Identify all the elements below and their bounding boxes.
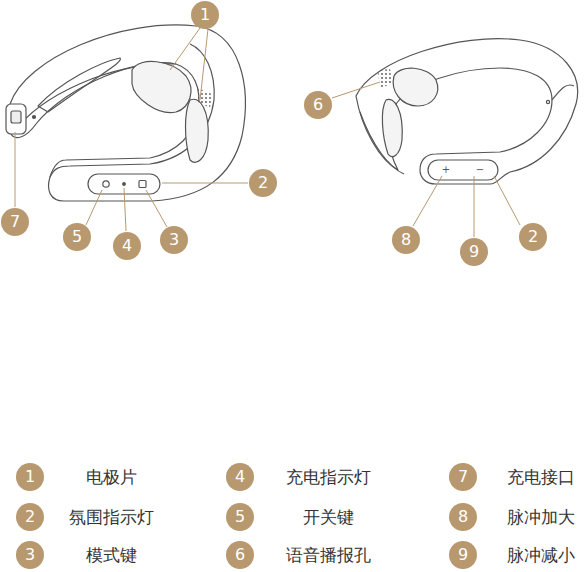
callout-disc xyxy=(160,226,188,254)
band-edge xyxy=(14,44,214,177)
callout-disc xyxy=(304,91,332,119)
callout-circle: 8 xyxy=(449,503,477,531)
indicator-dot xyxy=(33,116,36,119)
leader-lines xyxy=(15,28,520,237)
callout-number: 8 xyxy=(392,226,420,254)
leader-line xyxy=(86,190,102,225)
callout-disc xyxy=(1,208,29,236)
part-name: 充电指示灯 xyxy=(286,467,371,487)
callout-number: 6 xyxy=(226,541,254,569)
power-button-icon xyxy=(103,181,109,187)
callout-number: 7 xyxy=(1,208,29,236)
mode-button-icon xyxy=(139,181,146,188)
callout-disc xyxy=(16,503,44,531)
callout-disc xyxy=(226,463,254,491)
callout-number: 9 xyxy=(460,238,488,266)
leader-line xyxy=(332,82,380,98)
callout-disc xyxy=(449,503,477,531)
callout-number: 3 xyxy=(16,541,44,569)
callout-disc xyxy=(63,223,91,251)
callout-circle: 5 xyxy=(226,503,254,531)
callout-disc xyxy=(16,463,44,491)
callout-number: 2 xyxy=(249,169,277,197)
callout-circle: 6 xyxy=(226,541,254,569)
button-symbol: + xyxy=(442,165,450,175)
callout-disc xyxy=(449,541,477,569)
indicator-dot xyxy=(546,100,549,103)
band-left xyxy=(10,25,245,201)
callout-circle: 5 xyxy=(63,223,91,251)
leader-line xyxy=(124,188,126,231)
callout-circle: 2 xyxy=(519,223,547,251)
part-name: 氛围指示灯 xyxy=(69,507,154,527)
callout-number: 5 xyxy=(63,223,91,251)
callout-disc xyxy=(226,541,254,569)
callout-circle: 6 xyxy=(304,91,332,119)
button-panel xyxy=(428,160,498,180)
electrode-pad xyxy=(186,99,209,162)
callout-circle: 1 xyxy=(16,463,44,491)
callout-disc xyxy=(460,238,488,266)
callout-number: 5 xyxy=(226,503,254,531)
leader-line xyxy=(200,29,208,100)
callout-disc xyxy=(449,463,477,491)
electrode-pad xyxy=(393,68,438,106)
leader-line xyxy=(413,176,442,226)
speaker-grille xyxy=(378,68,392,88)
part-name: 充电接口 xyxy=(507,467,575,487)
callout-disc xyxy=(113,232,141,260)
callout-number: 4 xyxy=(226,463,254,491)
callout-circle: 1 xyxy=(191,1,219,29)
callout-number: 3 xyxy=(160,226,188,254)
callout-circle: 7 xyxy=(1,208,29,236)
callout-number: 7 xyxy=(449,463,477,491)
callout-circle: 4 xyxy=(113,232,141,260)
leader-line xyxy=(146,190,167,227)
callout-number: 9 xyxy=(449,541,477,569)
callout-circle: 3 xyxy=(160,226,188,254)
callout-circle: 8 xyxy=(392,226,420,254)
callout-circle: 4 xyxy=(226,463,254,491)
charge-port-face xyxy=(6,104,26,134)
callout-circle: 9 xyxy=(449,541,477,569)
electrode-pad xyxy=(382,99,402,156)
leader-line xyxy=(474,176,475,237)
callout-number: 2 xyxy=(519,223,547,251)
charge-led xyxy=(123,183,126,186)
leader-line xyxy=(494,176,520,225)
button-symbol: − xyxy=(476,165,484,175)
callout-number: 8 xyxy=(449,503,477,531)
part-name: 脉冲加大 xyxy=(507,507,575,527)
callout-disc xyxy=(16,541,44,569)
electrode-pad xyxy=(132,61,191,112)
callout-number: 2 xyxy=(16,503,44,531)
callout-disc xyxy=(226,503,254,531)
callout-disc xyxy=(392,226,420,254)
callout-number: 6 xyxy=(304,91,332,119)
callout-number: 1 xyxy=(191,1,219,29)
band-right xyxy=(356,39,578,184)
callout-disc xyxy=(249,169,277,197)
callout-circle: 2 xyxy=(249,169,277,197)
leader-line xyxy=(170,28,200,70)
callout-circle: 7 xyxy=(449,463,477,491)
callout-disc xyxy=(519,223,547,251)
callout-disc xyxy=(191,1,219,29)
leader-line xyxy=(15,132,16,207)
part-name: 电极片 xyxy=(86,467,137,487)
leader-line xyxy=(162,183,248,184)
part-name: 语音播报孔 xyxy=(286,545,371,565)
part-name: 脉冲减小 xyxy=(507,545,575,565)
callout-circle: 9 xyxy=(460,238,488,266)
callout-number: 4 xyxy=(113,232,141,260)
callout-circle: 3 xyxy=(16,541,44,569)
callout-circle: 2 xyxy=(16,503,44,531)
part-name: 开关键 xyxy=(303,507,354,527)
part-name: 模式键 xyxy=(86,545,137,565)
charge-port xyxy=(11,111,21,123)
band-top-face xyxy=(38,58,120,112)
callout-number: 1 xyxy=(16,463,44,491)
